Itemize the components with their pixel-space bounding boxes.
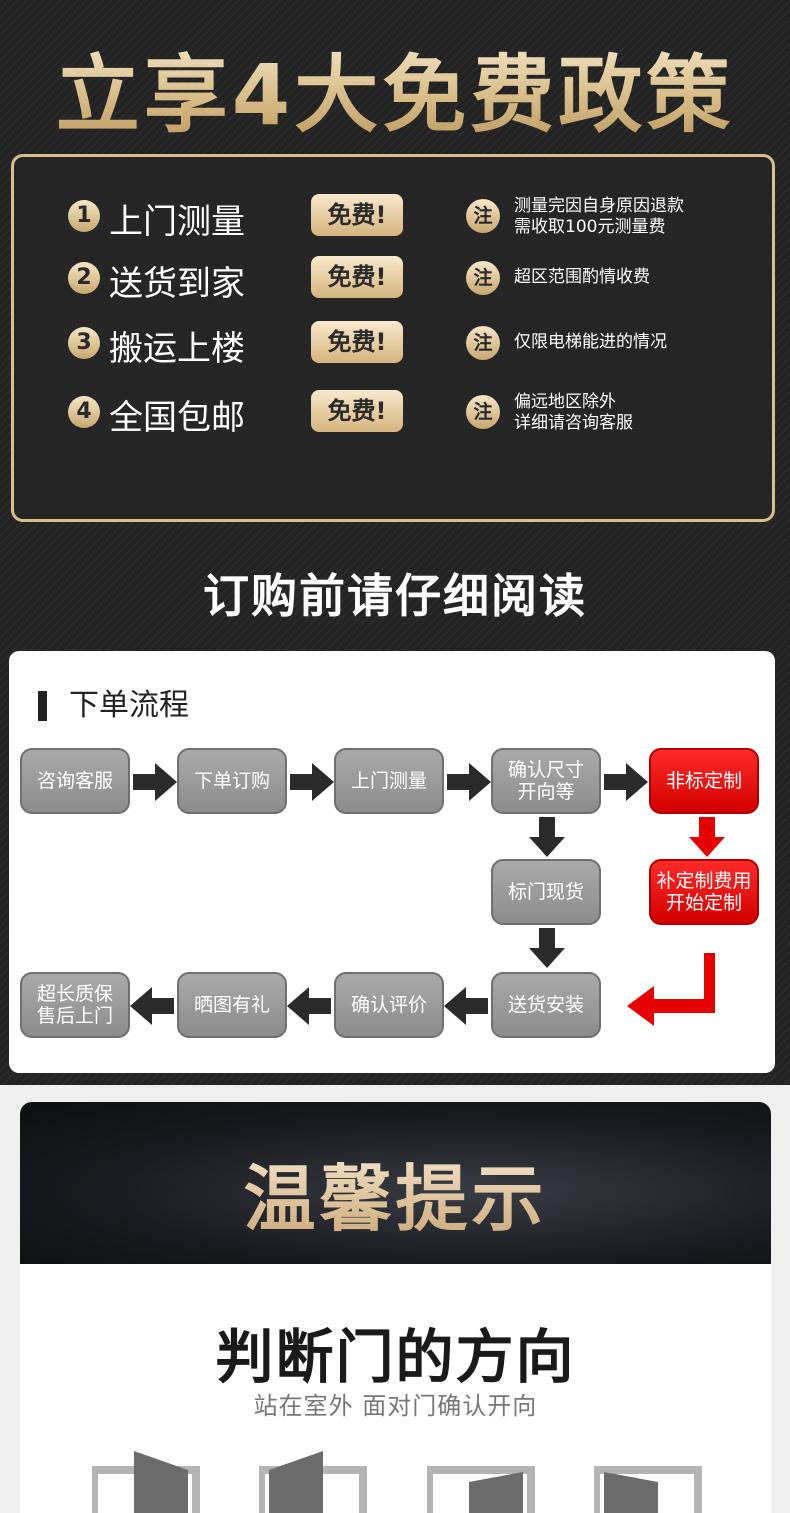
note-icon: 注 <box>466 199 500 233</box>
policy-note-line: 测量完因自身原因退款 <box>514 196 684 216</box>
flow-step-line: 超长质保 <box>36 983 113 1005</box>
door-left-pull-icon <box>92 1451 200 1513</box>
arrow-return-red-icon <box>627 953 715 1026</box>
tips-header: 温馨提示 <box>20 1102 771 1264</box>
number-2-icon: 2 <box>68 262 100 294</box>
free-badge: 免费! <box>311 390 403 432</box>
policy-row-carry: 3 搬运上楼 免费! 注 仅限电梯能进的情况 <box>14 313 778 373</box>
flow-step-consult: 咨询客服 <box>20 748 130 814</box>
flow-step-line: 开始定制 <box>665 892 742 914</box>
arrow-right-icon <box>447 763 491 801</box>
tips-card: 温馨提示 判断门的方向 站在室外 面对门确认开向 <box>20 1102 771 1513</box>
arrow-down-icon <box>529 928 565 968</box>
arrow-right-icon <box>133 763 177 801</box>
door-direction-subtitle: 站在室外 面对门确认开向 <box>253 1392 538 1420</box>
flow-step-gift: 晒图有礼 <box>177 972 287 1038</box>
policy-label: 上门测量 <box>109 202 245 242</box>
policy-note-line: 偏远地区除外 <box>514 392 616 412</box>
policy-note: 超区范围酌情收费 <box>514 267 650 287</box>
flow-step-warranty: 超长质保 售后上门 <box>20 972 130 1038</box>
door-left-push-icon <box>427 1466 535 1513</box>
door-right-push-icon <box>594 1466 702 1513</box>
flow-step-measure: 上门测量 <box>334 748 444 814</box>
flow-step-line: 开向等 <box>517 781 575 803</box>
flow-step-custom: 非标定制 <box>649 748 759 814</box>
note-icon: 注 <box>466 326 500 360</box>
number-1-icon: 1 <box>68 200 100 232</box>
note-icon: 注 <box>466 395 500 429</box>
number-3-icon: 3 <box>68 327 100 359</box>
flow-arrows <box>130 763 725 1026</box>
arrow-right-icon <box>290 763 334 801</box>
policy-note: 偏远地区除外 详细请咨询客服 <box>514 392 754 434</box>
flow-step-line: 确认尺寸 <box>507 759 584 781</box>
flow-step-order: 下单订购 <box>177 748 287 814</box>
tips-title: 温馨提示 <box>20 1140 771 1245</box>
arrow-down-red-icon <box>689 817 725 857</box>
free-policy-panel: 1 上门测量 免费! 注 测量完因自身原因退款 需收取100元测量费 2 送货到… <box>11 154 775 522</box>
policy-note-line: 需收取100元测量费 <box>514 217 666 237</box>
policy-note-line: 详细请咨询客服 <box>514 413 633 433</box>
arrow-left-icon <box>444 987 488 1025</box>
flow-step-standard: 标门现货 <box>491 859 601 925</box>
free-badge: 免费! <box>311 321 403 363</box>
policy-note: 测量完因自身原因退款 需收取100元测量费 <box>514 196 754 238</box>
arrow-right-icon <box>604 763 648 801</box>
flow-step-confirm-size: 确认尺寸 开向等 <box>491 748 601 814</box>
arrow-left-icon <box>130 987 174 1025</box>
arrow-down-icon <box>529 817 565 857</box>
door-right-pull-icon <box>259 1451 367 1513</box>
order-flow-card: 下单流程 咨询客服 下单订购 上门测量 确认尺寸 开向等 非标定制 标门现货 补… <box>9 651 775 1073</box>
note-icon: 注 <box>466 261 500 295</box>
free-badge: 免费! <box>311 194 403 236</box>
flow-step-line: 售后上门 <box>36 1005 113 1027</box>
policy-note: 仅限电梯能进的情况 <box>514 332 667 352</box>
arrow-left-icon <box>287 987 331 1025</box>
policy-row-shipping: 4 全国包邮 免费! 注 偏远地区除外 详细请咨询客服 <box>14 382 778 442</box>
flow-step-delivery: 送货安装 <box>491 972 601 1038</box>
flow-step-extra-fee: 补定制费用 开始定制 <box>649 859 759 925</box>
policy-row-measure: 1 上门测量 免费! 注 测量完因自身原因退款 需收取100元测量费 <box>14 186 778 246</box>
page-title: 立享4大免费政策 <box>0 28 790 149</box>
policy-row-delivery: 2 送货到家 免费! 注 超区范围酌情收费 <box>14 248 778 308</box>
door-direction-title: 判断门的方向 <box>215 1323 576 1391</box>
policy-label: 搬运上楼 <box>109 329 245 369</box>
flow-step-review: 确认评价 <box>334 972 444 1038</box>
number-4-icon: 4 <box>68 396 100 428</box>
policy-label: 送货到家 <box>109 264 245 304</box>
read-before-order-title: 订购前请仔细阅读 <box>203 569 587 623</box>
policy-label: 全国包邮 <box>109 398 245 438</box>
flow-step-line: 补定制费用 <box>656 870 752 892</box>
flow-heading: 下单流程 <box>38 691 189 721</box>
free-badge: 免费! <box>311 256 403 298</box>
